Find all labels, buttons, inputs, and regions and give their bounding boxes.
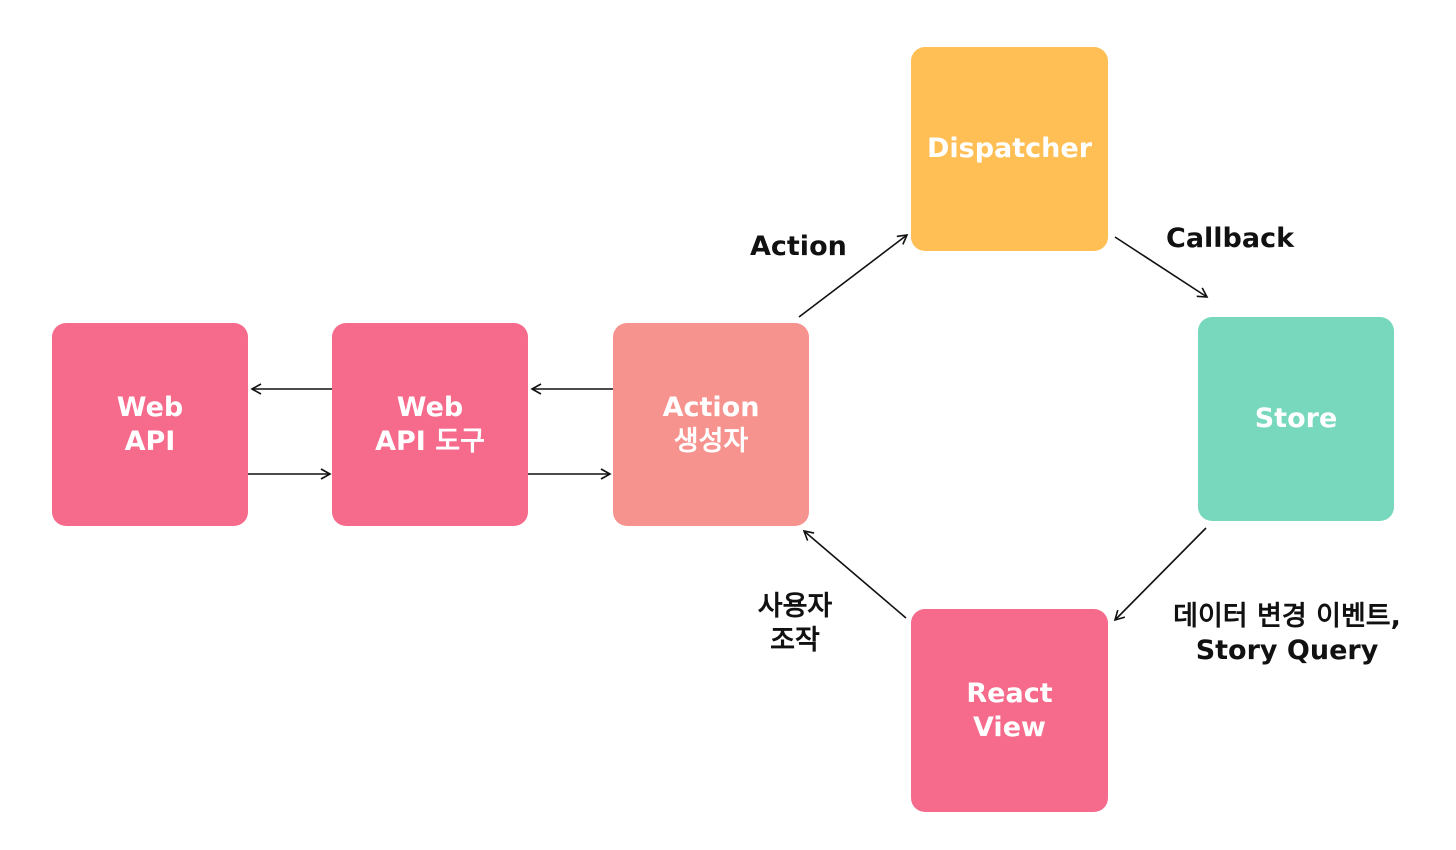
web-api-label: Web API (116, 391, 184, 457)
store-node: Store (1198, 317, 1394, 521)
action-creator-node: Action 생성자 (613, 323, 809, 526)
user-interaction-edge-label: 사용자 조작 (757, 591, 833, 656)
arrow-dispatcher-to-store (1114, 236, 1209, 298)
callback-edge-label: Callback (1166, 223, 1295, 254)
react-view-node: React View (911, 609, 1108, 812)
web-api-node: Web API (52, 323, 248, 526)
web-api-tool-label: Web API 도구 (375, 391, 485, 457)
arrow-creator-to-dispatcher (798, 234, 909, 318)
web-api-tool-node: Web API 도구 (332, 323, 528, 526)
arrow-view-to-creator (802, 529, 907, 619)
action-creator-label: Action 생성자 (662, 391, 760, 457)
change-event-edge-label: 데이터 변경 이벤트, Story Query (1173, 601, 1401, 666)
dispatcher-node: Dispatcher (911, 47, 1108, 251)
action-edge-label: Action (750, 231, 847, 262)
react-view-label: React View (966, 677, 1053, 743)
arrow-store-to-view (1113, 527, 1207, 622)
dispatcher-label: Dispatcher (926, 133, 1093, 164)
store-label: Store (1254, 403, 1338, 434)
